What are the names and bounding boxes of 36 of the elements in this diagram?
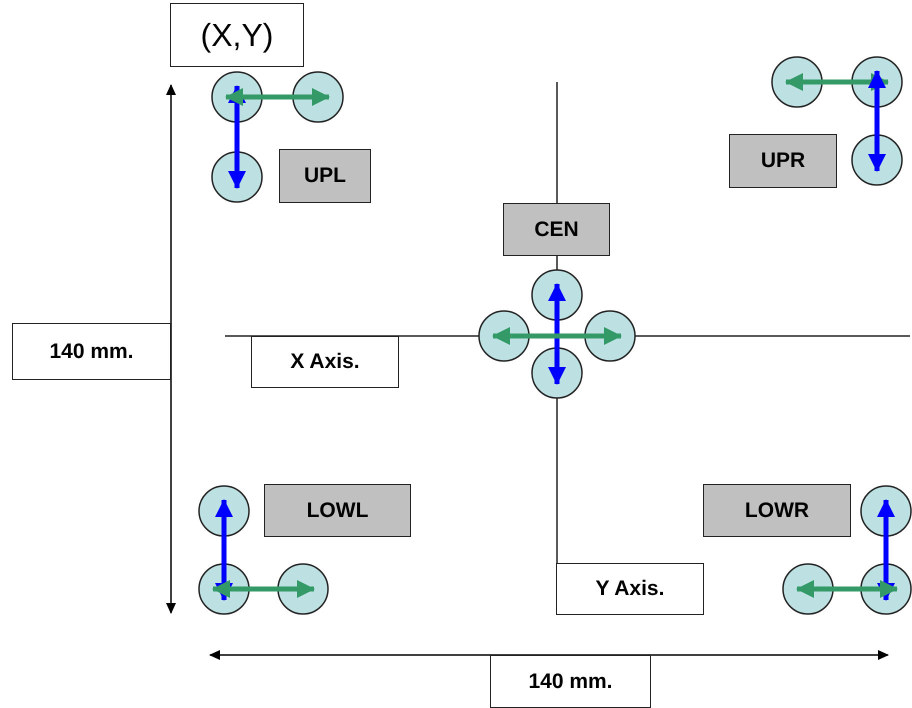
circle-node: [198, 563, 250, 615]
circle-node: [771, 56, 823, 108]
double-arrow: [548, 283, 566, 385]
circle-node: [292, 71, 344, 123]
double-arrow: [877, 499, 895, 601]
label-box: CEN: [503, 203, 610, 256]
double-arrow: [212, 580, 315, 598]
double-arrow: [796, 580, 898, 598]
label-box: UPL: [279, 149, 371, 203]
double-arrow: [215, 499, 233, 601]
label-box: UPR: [729, 134, 837, 188]
circle-node: [211, 151, 263, 203]
circle-node: [860, 485, 912, 537]
circle-node: [782, 563, 834, 615]
text-box: (X,Y): [170, 3, 304, 67]
double-arrow: [228, 85, 246, 189]
label-box: LOWR: [703, 484, 851, 537]
circle-node: [851, 56, 903, 108]
circle-node: [478, 310, 530, 362]
double-arrow: [225, 88, 330, 106]
circle-node: [198, 485, 250, 537]
circle-node: [531, 269, 583, 321]
text-box: 140 mm.: [12, 323, 171, 380]
circle-node: [851, 134, 903, 186]
circle-node: [277, 563, 329, 615]
label-box: LOWL: [264, 484, 411, 537]
double-arrow: [785, 73, 889, 91]
circle-node: [860, 563, 912, 615]
text-box: X Axis.: [251, 336, 399, 388]
circle-node: [531, 347, 583, 399]
text-box: 140 mm.: [490, 655, 651, 708]
text-box: Y Axis.: [556, 563, 704, 615]
circle-node: [211, 71, 263, 123]
circle-node: [584, 310, 636, 362]
double-arrow: [492, 327, 622, 345]
double-arrow: [868, 70, 886, 172]
